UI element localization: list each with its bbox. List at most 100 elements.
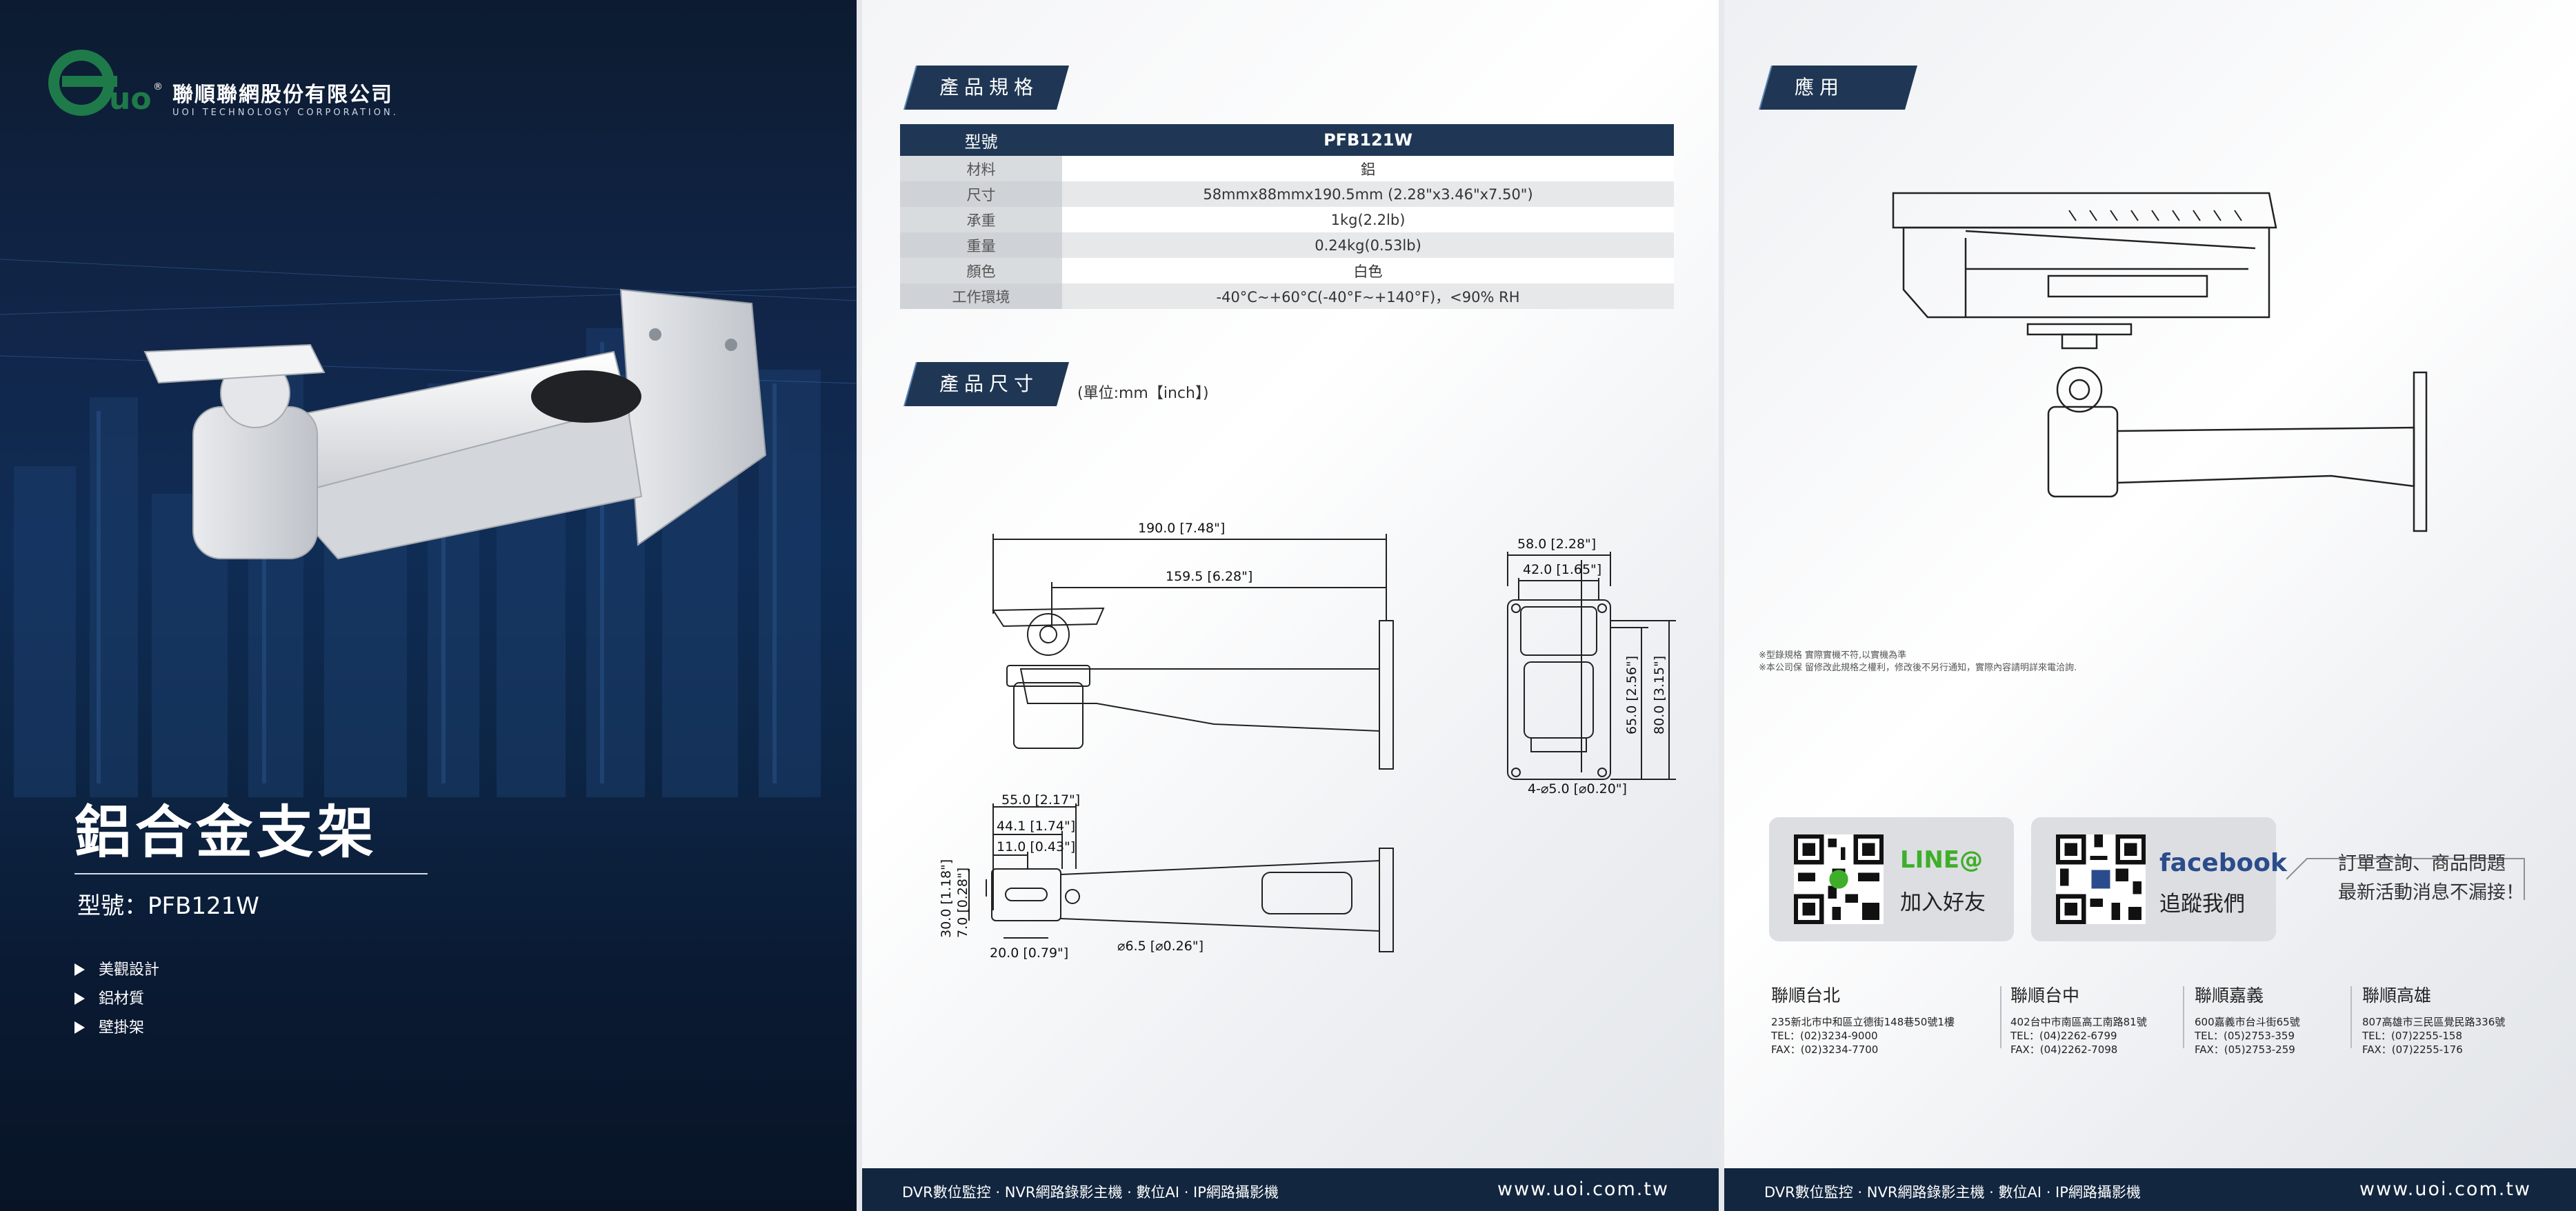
office-fax: FAX：(04)2262-7098 [2010, 1043, 2118, 1056]
spec-value: 鋁 [1062, 156, 1674, 181]
unit-note: (單位:mm【inch】) [1077, 385, 1209, 402]
footer-website-link[interactable]: www.uoi.com.tw [1497, 1179, 1669, 1200]
dim-top-hole: ⌀6.5 [⌀0.26"] [1117, 939, 1204, 954]
dim-top-30: 30.0 [1.18"] [939, 859, 954, 938]
office-address: 807高雄市三民區覺民路336號 [2362, 1016, 2506, 1028]
office-name: 聯順嘉義 [2195, 985, 2264, 1005]
application-illustration [1892, 192, 2428, 532]
feature-item: 鋁材質 [74, 985, 159, 1014]
office-tel: TEL：(04)2262-6799 [2010, 1030, 2117, 1042]
spec-label: 尺寸 [900, 181, 1062, 207]
title-divider [74, 873, 428, 874]
office-taichung: 聯順台中 402台中市南區高工南路81號 TEL：(04)2262-6799 F… [2010, 982, 2147, 1057]
dim-top-7: 7.0 [0.28"] [955, 868, 970, 938]
footer-product-lines: DVR數位監控 · NVR網路錄影主機 · 數位AI · IP網路攝影機 [902, 1184, 1279, 1201]
feature-list: 美觀設計 鋁材質 壁掛架 [74, 956, 159, 1043]
dim-side-arm: 159.5 [6.28"] [1166, 569, 1252, 584]
office-name: 聯順台中 [2010, 985, 2080, 1005]
spec-header-label: 型號 [900, 124, 1062, 156]
company-logo: uoi [48, 50, 152, 117]
office-tel: TEL：(07)2255-158 [2362, 1030, 2463, 1042]
spec-value: 白色 [1062, 258, 1674, 283]
spec-label: 材料 [900, 156, 1062, 181]
product-title: 鋁合金支架 [74, 800, 379, 865]
feature-label: 壁掛架 [99, 1019, 145, 1037]
dim-front-h1: 65.0 [2.56"] [1624, 656, 1639, 734]
spec-label: 顏色 [900, 258, 1062, 283]
dim-top-11: 11.0 [0.43"] [997, 839, 1075, 854]
office-divider [2350, 986, 2352, 1048]
office-name: 聯順台北 [1771, 985, 1841, 1005]
office-taipei: 聯順台北 235新北市中和區立德街148巷50號1樓 TEL：(02)3234-… [1771, 982, 1955, 1057]
footer-bar: DVR數位監控 · NVR網路錄影主機 · 數位AI · IP網路攝影機 www… [1724, 1168, 2576, 1211]
office-kaohsiung: 聯順高雄 807高雄市三民區覺民路336號 TEL：(07)2255-158 F… [2362, 982, 2505, 1057]
office-tel: TEL：(05)2753-359 [2195, 1030, 2295, 1042]
spec-value: 58mmx88mmx190.5mm (2.28"x3.46"x7.50") [1062, 181, 1674, 207]
dim-top-20: 20.0 [0.79"] [990, 945, 1068, 961]
line-qr-card[interactable]: LINE@ 加入好友 [1769, 817, 2014, 941]
facebook-qr-card[interactable]: facebook 追蹤我們 [2031, 817, 2287, 941]
office-name: 聯順高雄 [2362, 985, 2432, 1005]
dim-front-inner: 42.0 [1.65"] [1523, 562, 1601, 577]
company-name: 聯順聯網股份有限公司 [172, 83, 393, 107]
line-qr-code-icon[interactable] [1794, 834, 1884, 924]
line-logo: LINE@ [1900, 846, 1983, 874]
disclaimer-line: ※本公司保 留修改此規格之權利，修改後不另行通知，實際內容請明詳來電洽詢. [1759, 663, 2077, 673]
spec-header-value: PFB121W [1062, 124, 1674, 156]
office-address: 600嘉義市台斗街65號 [2195, 1016, 2300, 1028]
spec-label: 工作環境 [900, 283, 1062, 309]
disclaimer-line: ※型錄規格 實際實機不符,以實機為準 [1759, 650, 1907, 661]
spec-section-tag: 產品規格 [903, 66, 1069, 110]
line-add-friend-label[interactable]: 加入好友 [1900, 890, 1986, 915]
triangle-bullet-icon [74, 992, 85, 1005]
footer-website-link[interactable]: www.uoi.com.tw [2359, 1179, 2531, 1200]
office-tel: TEL：(02)3234-9000 [1771, 1030, 1878, 1042]
office-address: 402台中市南區高工南路81號 [2010, 1016, 2147, 1028]
footer-product-lines: DVR數位監控 · NVR網路錄影主機 · 數位AI · IP網路攝影機 [1764, 1184, 2141, 1201]
company-english-name: UOI TECHNOLOGY CORPORATION. [172, 108, 399, 118]
dim-front-width: 58.0 [2.28"] [1517, 537, 1596, 552]
spec-value: 0.24kg(0.53lb) [1062, 232, 1674, 258]
feature-item: 美觀設計 [74, 956, 159, 985]
office-fax: FAX：(02)3234-7700 [1771, 1043, 1879, 1056]
promo-line: 最新活動消息不漏接！ [2338, 882, 2524, 903]
promo-line: 訂單查詢、商品問題 [2338, 853, 2506, 874]
facebook-follow-label[interactable]: 追蹤我們 [2159, 892, 2245, 917]
product-model: 型號：PFB121W [77, 892, 259, 920]
triangle-bullet-icon [74, 1021, 85, 1034]
spec-value: -40°C~+60°C(-40°F~+140°F)，<90% RH [1062, 283, 1674, 309]
office-divider [2183, 986, 2184, 1048]
footer-bar: DVR數位監控 · NVR網路錄影主機 · 數位AI · IP網路攝影機 www… [862, 1168, 1719, 1211]
dim-top-44: 44.1 [1.74"] [997, 819, 1075, 834]
office-address: 235新北市中和區立德街148巷50號1樓 [1771, 1016, 1955, 1028]
facebook-qr-code-icon[interactable] [2056, 834, 2146, 924]
cover-panel: uoi ® 聯順聯網股份有限公司 UOI TECHNOLOGY CORPORAT… [0, 0, 857, 1211]
dim-top-55: 55.0 [2.17"] [1001, 792, 1080, 808]
feature-item: 壁掛架 [74, 1014, 159, 1043]
registered-mark: ® [153, 81, 163, 92]
application-section-tag: 應用 [1759, 66, 1917, 110]
office-fax: FAX：(07)2255-176 [2362, 1043, 2463, 1056]
triangle-bullet-icon [74, 963, 85, 976]
spec-table-header: 型號 PFB121W [900, 124, 1674, 156]
dim-side-total: 190.0 [7.48"] [1138, 521, 1225, 536]
dim-front-h2: 80.0 [3.15"] [1652, 656, 1667, 734]
promo-bracket-decoration [2286, 858, 2525, 900]
promo-text: 訂單查詢、商品問題 最新活動消息不漏接！ [2338, 850, 2524, 908]
office-divider [2000, 986, 2001, 1048]
application-panel: 應用 ※型錄規格 實際實機不符,以實機為準 ※本公司保 留修改此規格之權利，修改… [1724, 0, 2576, 1211]
spec-row: 工作環境-40°C~+60°C(-40°F~+140°F)，<90% RH [900, 283, 1674, 309]
office-chiayi: 聯順嘉義 600嘉義市台斗街65號 TEL：(05)2753-359 FAX：(… [2195, 982, 2300, 1057]
dimension-drawing: 190.0 [7.48"] 159.5 [6.28"] 58.0 [2.28"]… [939, 521, 1676, 961]
dimension-section-tag: 產品尺寸 [903, 362, 1069, 406]
feature-label: 鋁材質 [99, 990, 145, 1008]
feature-label: 美觀設計 [99, 961, 160, 979]
office-fax: FAX：(05)2753-259 [2195, 1043, 2295, 1056]
spec-row: 顏色白色 [900, 258, 1674, 283]
logo-text: uoi [109, 81, 152, 117]
dim-front-holes: 4-⌀5.0 [⌀0.20"] [1528, 781, 1627, 797]
